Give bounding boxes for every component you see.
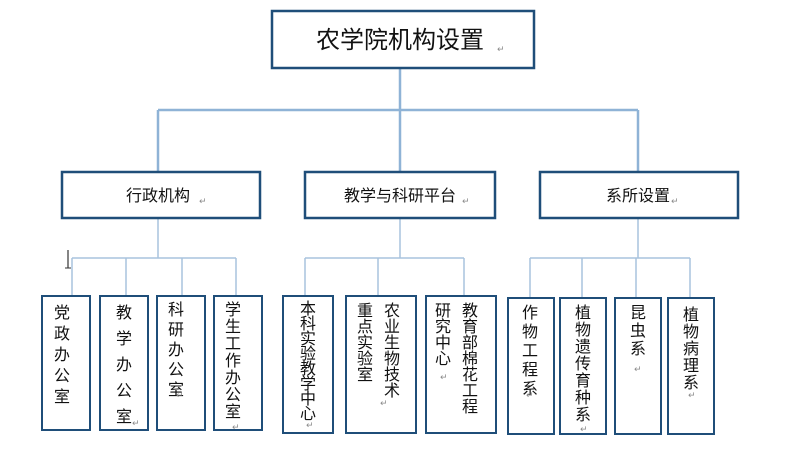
paragraph-mark: ↵ (688, 391, 696, 401)
cursor-mark (65, 250, 71, 269)
leaf-label-research-office: 科研办公室 (168, 300, 184, 399)
leaf-label-research-center: 研究中心 (435, 301, 451, 368)
group-box-3 (538, 170, 740, 220)
leaf-label-pathology-dept: 植物病理系 (683, 305, 699, 392)
leaf-label-student-office: 学生工作办公室 (225, 300, 241, 421)
leaf-label-research-center-2: 教育部棉花工程 (462, 301, 478, 416)
group-box-1 (60, 170, 262, 220)
paragraph-mark: ↵ (232, 423, 240, 433)
group-label-3: 系所设置 (606, 186, 670, 205)
paragraph-mark: ↵ (199, 197, 207, 207)
leaf-label-party-office: 党政办公室 (54, 303, 70, 406)
paragraph-mark: ↵ (380, 399, 388, 409)
root-box (270, 9, 536, 70)
leaf-box (156, 295, 206, 431)
connectors (71, 68, 691, 298)
paragraph-mark: ↵ (634, 365, 642, 375)
leaf-box (213, 295, 263, 431)
leaf-box (41, 295, 91, 431)
paragraph-mark: ↵ (60, 391, 68, 401)
leaf-box (507, 297, 555, 435)
paragraph-mark: ↵ (176, 391, 184, 401)
paragraph-mark: ↵ (497, 45, 505, 55)
leaf-label-crop-dept: 作物工程系 (522, 303, 538, 398)
leaf-box (282, 295, 334, 434)
leaf-box (559, 297, 607, 435)
group-box-2 (303, 170, 497, 220)
leaf-box (99, 295, 149, 431)
leaf-label-breeding-dept: 植物遗传育种系 (575, 303, 591, 424)
paragraph-mark: ↵ (580, 425, 588, 435)
leaf-label-teaching-office: 教学办公室 (116, 303, 132, 426)
leaf-box (614, 297, 662, 435)
paragraph-mark: ↵ (671, 197, 679, 207)
paragraph-mark: ↵ (526, 391, 534, 401)
leaf-box (425, 295, 497, 434)
leaf-box (345, 295, 417, 434)
group-label-1: 行政机构 (126, 186, 190, 205)
leaf-label-key-lab: 重点实验室 (357, 301, 373, 384)
paragraph-mark: ↵ (440, 373, 448, 383)
leaf-label-teaching-center: 本科实验教学中心 (300, 299, 316, 423)
leaf-box (667, 297, 715, 435)
paragraph-mark: ↵ (132, 419, 140, 429)
leaf-label-entomology-dept: 昆虫系 (630, 303, 646, 358)
paragraph-mark: ↵ (306, 421, 314, 431)
org-title: 农学院机构设置 (316, 26, 484, 54)
group-label-2: 教学与科研平台 (344, 186, 456, 205)
paragraph-mark: ↵ (462, 197, 470, 207)
leaf-label-key-lab-2: 农业生物技术 (384, 301, 400, 400)
